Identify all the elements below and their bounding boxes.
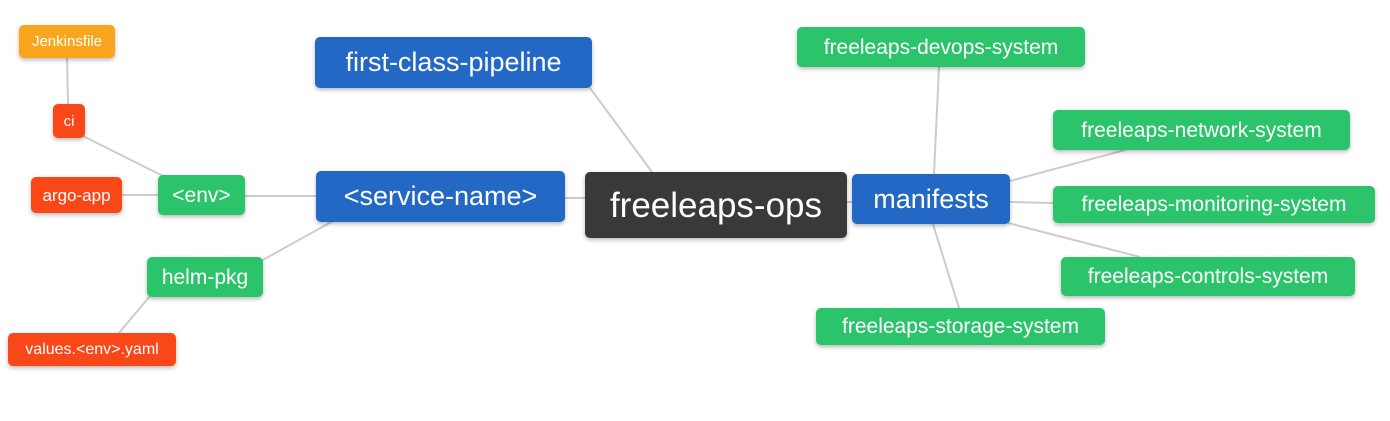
node-freeleaps-storage-system[interactable]: freeleaps-storage-system [816, 308, 1105, 345]
node-freeleaps-network-system[interactable]: freeleaps-network-system [1053, 110, 1350, 150]
node-jenkinsfile[interactable]: Jenkinsfile [19, 25, 115, 58]
node-values-env-yaml[interactable]: values.<env>.yaml [8, 333, 176, 366]
node-freeleaps-controls-system[interactable]: freeleaps-controls-system [1061, 257, 1355, 296]
edge-helm-pkg-service-name [260, 220, 334, 262]
node-freeleaps-monitoring-system[interactable]: freeleaps-monitoring-system [1053, 186, 1375, 223]
node-freeleaps-ops[interactable]: freeleaps-ops [585, 172, 847, 238]
node-service-name[interactable]: <service-name> [316, 171, 565, 222]
node-ci[interactable]: ci [53, 104, 85, 138]
edge-manifests-monitoring [1009, 201, 1054, 204]
edge-ci-env [82, 135, 168, 179]
edge-manifests-network [1009, 149, 1126, 182]
edge-pipeline-freeleaps-ops [589, 87, 653, 173]
edge-manifests-controls [1007, 222, 1141, 258]
edge-manifests-devops [933, 66, 940, 175]
edge-manifests-storage [932, 223, 960, 309]
node-first-class-pipeline[interactable]: first-class-pipeline [315, 37, 592, 88]
node-manifests[interactable]: manifests [852, 174, 1010, 224]
node-env[interactable]: <env> [158, 175, 245, 215]
edge-jenkinsfile-ci [66, 56, 69, 105]
node-freeleaps-devops-system[interactable]: freeleaps-devops-system [797, 27, 1085, 67]
node-helm-pkg[interactable]: helm-pkg [147, 257, 263, 297]
edge-values-helm-pkg [118, 295, 151, 334]
node-argo-app[interactable]: argo-app [31, 177, 122, 213]
